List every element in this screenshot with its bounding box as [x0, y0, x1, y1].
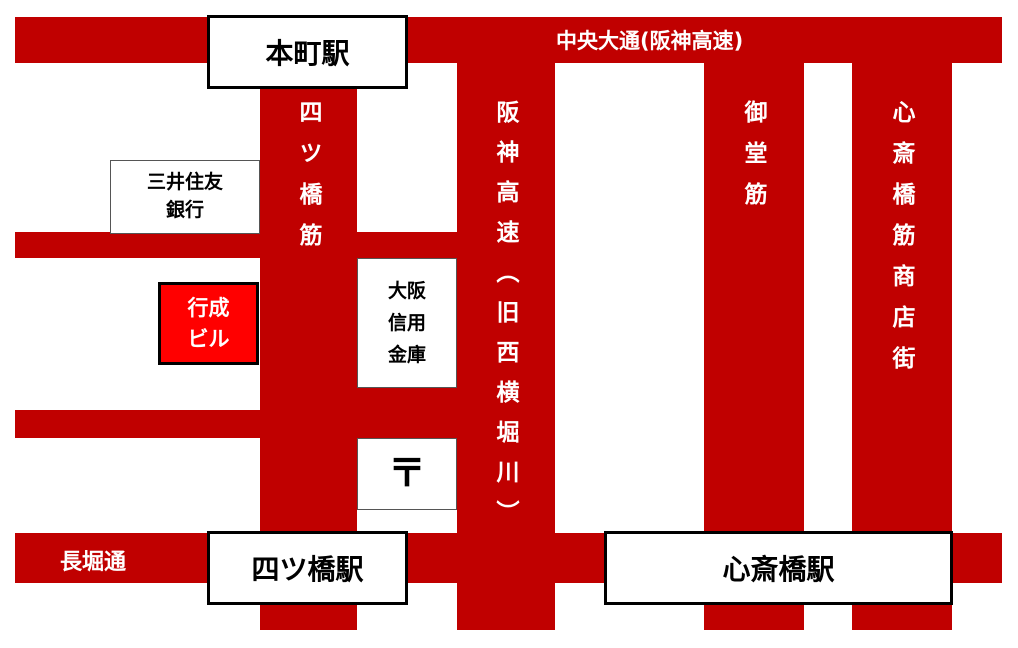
building-osaka-shinkin-line3: 金庫	[387, 344, 426, 367]
station-shinsaibashi: 心斎橋駅	[604, 531, 953, 605]
building-osaka-shinkin-line1: 大阪	[387, 279, 426, 302]
label-chuo-odori: 中央大通(阪神高速)	[556, 29, 744, 53]
road-midosuji	[704, 17, 804, 630]
post-office-icon: 〒	[387, 451, 426, 496]
label-shinsaibashi-suji: 心斎橋筋商店街	[888, 100, 914, 387]
road-hanshin-expressway	[457, 17, 555, 630]
road-shinsaibashi-suji	[852, 17, 952, 630]
road-side-street-lower	[15, 410, 260, 438]
road-side-street-upper	[15, 232, 260, 258]
building-smbc-line2: 銀行	[165, 199, 204, 221]
label-yotsubashi-suji: 四ツ橋筋	[295, 100, 321, 264]
label-hanshin-expressway: 阪神高速（旧西横堀川）	[492, 100, 518, 540]
building-gyosei-line1: 行成	[187, 296, 230, 321]
post-office: 〒	[357, 438, 457, 510]
road-small-connector-1	[357, 232, 457, 258]
building-smbc-line1: 三井住友	[146, 171, 223, 194]
building-gyosei-target: 行成 ビル	[158, 282, 259, 365]
road-small-connector-2	[357, 388, 457, 438]
building-osaka-shinkin-line2: 信用	[387, 311, 426, 334]
building-gyosei-line2: ビル	[187, 326, 230, 351]
station-yotsubashi: 四ツ橋駅	[207, 531, 408, 605]
station-honmachi: 本町駅	[207, 15, 408, 89]
road-yotsubashi-suji	[260, 17, 357, 630]
label-nagahori-dori: 長堀通	[60, 550, 127, 575]
building-osaka-shinkin: 大阪 信用 金庫	[357, 258, 457, 388]
label-midosuji: 御堂筋	[740, 100, 766, 223]
building-smbc: 三井住友 銀行	[110, 160, 260, 234]
